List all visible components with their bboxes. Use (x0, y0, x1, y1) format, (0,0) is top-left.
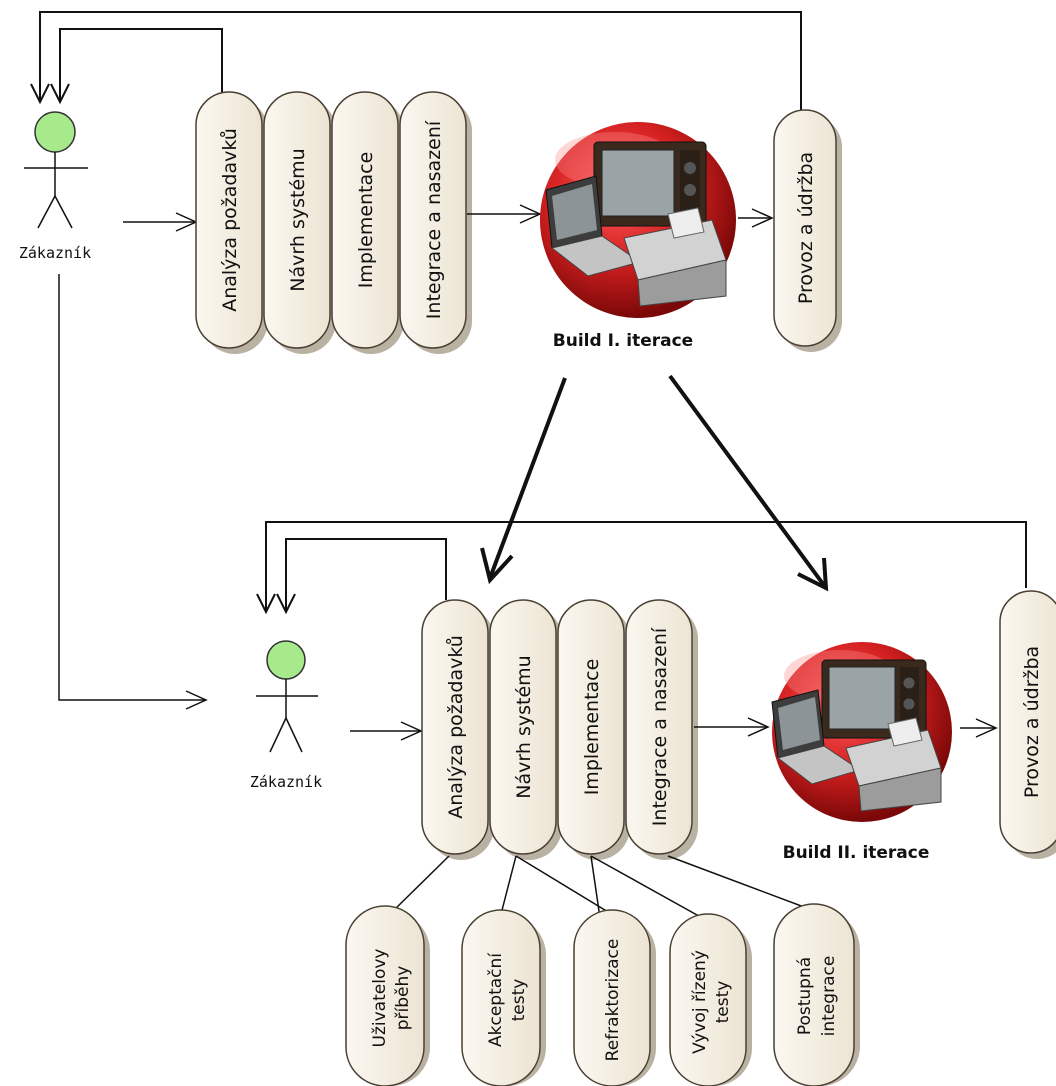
feedback-loop-outer-1 (30, 11, 802, 110)
phase-label: Integrace a nasazení (423, 120, 445, 319)
phase-pill-integration: Integrace a nasazení (399, 91, 472, 354)
computer-equipment-icon (540, 122, 736, 318)
practice-label: testy (713, 981, 733, 1024)
arrow-to-build-2 (694, 717, 770, 737)
practice-pill-acceptance-tests: Akceptační testy (461, 909, 546, 1086)
phase-label: Implementace (355, 152, 377, 289)
phase-pill-integration-2: Integrace a nasazení (625, 599, 698, 860)
practice-label: Akceptační (486, 952, 506, 1047)
phase-pill-design-2: Návrh systému (489, 599, 562, 860)
actor-label: Zákazník (250, 773, 322, 791)
actor-label: Zákazník (19, 244, 91, 262)
practice-label: Vývoj řízený (690, 950, 710, 1054)
practice-pill-user-stories: Uživatelovy příběhy (345, 905, 430, 1086)
phase-pill-analysis-2: Analýza požadavků (421, 599, 494, 860)
practice-pill-continuous-integration: Postupná integrace (773, 903, 860, 1086)
practice-connectors (391, 855, 813, 921)
phase-pill-implementation-2: Implementace (557, 599, 630, 860)
phase-pill-implementation: Implementace (331, 91, 404, 354)
practice-pill-tdd: Vývoj řízený testy (669, 913, 752, 1086)
phase-label: Analýza požadavků (219, 128, 241, 312)
practice-label: příběhy (393, 966, 413, 1031)
arrow-actor1-to-iteration2 (58, 274, 208, 710)
actor-icon (256, 640, 318, 753)
practice-label: Refraktorizace (603, 939, 623, 1062)
actor-icon (24, 111, 88, 229)
phase-label: Implementace (581, 659, 603, 796)
phase-pill-analysis: Analýza požadavků (195, 91, 268, 354)
feedback-loop-inner-1 (50, 28, 223, 105)
phase-label: Návrh systému (287, 148, 309, 291)
arrow-build1-to-analysis2 (480, 377, 567, 585)
computer-equipment-icon (771, 642, 952, 822)
arrow-actor-to-analysis-1 (123, 212, 198, 232)
build-label: Build II. iterace (783, 843, 930, 863)
practice-label: testy (509, 979, 529, 1022)
operation-pill-2: Provoz a údržba (999, 590, 1056, 859)
arrow-actor-to-analysis-2 (350, 721, 423, 741)
operation-pill-1: Provoz a údržba (773, 109, 842, 352)
practice-pill-refactoring: Refraktorizace (573, 909, 656, 1086)
practice-label: integrace (819, 956, 839, 1037)
phase-label: Návrh systému (513, 655, 535, 798)
build-label: Build I. iterace (553, 331, 693, 351)
arrow-to-build-1 (467, 204, 542, 224)
practice-label: Postupná (795, 957, 815, 1035)
arrow-to-operation-1 (738, 208, 774, 228)
practice-label: Uživatelovy (370, 949, 390, 1048)
phase-pill-design: Návrh systému (263, 91, 336, 354)
phase-label: Integrace a nasazení (649, 627, 671, 826)
arrow-build1-to-build2 (668, 374, 829, 592)
feedback-loop-outer-2 (256, 521, 1027, 615)
operation-label: Provoz a údržba (1021, 646, 1043, 798)
arrow-to-operation-2 (960, 718, 998, 738)
operation-label: Provoz a údržba (795, 152, 817, 304)
phase-label: Analýza požadavků (445, 635, 467, 819)
feedback-loop-inner-2 (276, 538, 447, 615)
